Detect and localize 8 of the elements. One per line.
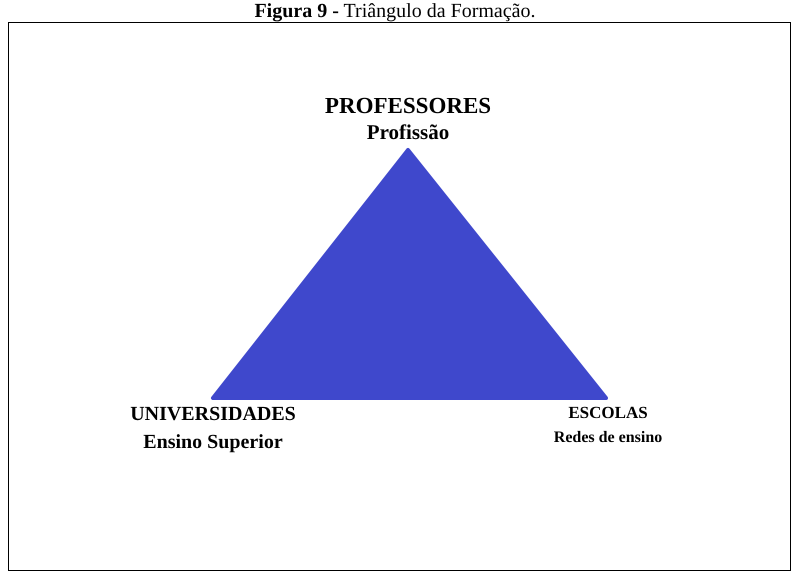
vertex-sublabel: Profissão [366, 122, 450, 143]
figure-caption: Figura 9 - Triângulo da Formação. [254, 1, 536, 21]
vertex-label: PROFESSORES [324, 94, 492, 117]
vertex-label: UNIVERSIDADES [130, 404, 296, 424]
triangle-shape [211, 148, 608, 400]
vertex-sublabel: Redes de ensino [554, 430, 662, 446]
vertex-label: ESCOLAS [568, 404, 648, 421]
vertex-sublabel: Ensino Superior [143, 432, 283, 452]
